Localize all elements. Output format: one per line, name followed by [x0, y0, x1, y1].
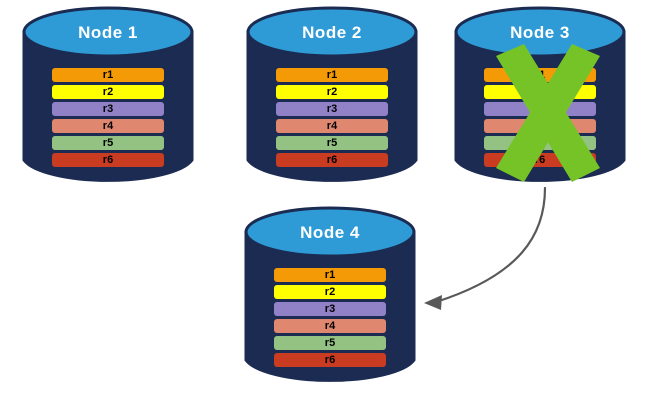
node-rows-4: r1 r2 r3 r4 r5 r6 [274, 268, 386, 367]
row-r5[interactable]: r5 [484, 136, 596, 150]
row-r6[interactable]: r6 [274, 353, 386, 367]
row-r4[interactable]: r4 [276, 119, 388, 133]
row-r6[interactable]: r6 [52, 153, 164, 167]
row-r2[interactable]: r2 [484, 85, 596, 99]
node-cylinder-4[interactable]: Node 4 r1 r2 r3 r4 r5 r6 [244, 206, 416, 386]
row-r5[interactable]: r5 [274, 336, 386, 350]
node-rows-1: r1 r2 r3 r4 r5 r6 [52, 68, 164, 167]
row-r4[interactable]: r4 [274, 319, 386, 333]
row-r6[interactable]: r6 [276, 153, 388, 167]
row-r4[interactable]: r4 [52, 119, 164, 133]
node-rows-2: r1 r2 r3 r4 r5 r6 [276, 68, 388, 167]
node-cylinder-3[interactable]: Node 3 r1 r2 r3 r4 r5 r6 [454, 6, 626, 186]
row-r6[interactable]: r6 [484, 153, 596, 167]
row-r1[interactable]: r1 [274, 268, 386, 282]
node-cylinder-2[interactable]: Node 2 r1 r2 r3 r4 r5 r6 [246, 6, 418, 186]
row-r3[interactable]: r3 [484, 102, 596, 116]
row-r1[interactable]: r1 [52, 68, 164, 82]
row-r5[interactable]: r5 [276, 136, 388, 150]
row-r5[interactable]: r5 [52, 136, 164, 150]
node-rows-3: r1 r2 r3 r4 r5 r6 [484, 68, 596, 167]
row-r1[interactable]: r1 [484, 68, 596, 82]
arrow-head-icon [424, 295, 442, 310]
row-r3[interactable]: r3 [276, 102, 388, 116]
row-r3[interactable]: r3 [274, 302, 386, 316]
row-r2[interactable]: r2 [276, 85, 388, 99]
row-r2[interactable]: r2 [52, 85, 164, 99]
row-r2[interactable]: r2 [274, 285, 386, 299]
row-r1[interactable]: r1 [276, 68, 388, 82]
row-r3[interactable]: r3 [52, 102, 164, 116]
node-cylinder-1[interactable]: Node 1 r1 r2 r3 r4 r5 r6 [22, 6, 194, 186]
row-r4[interactable]: r4 [484, 119, 596, 133]
